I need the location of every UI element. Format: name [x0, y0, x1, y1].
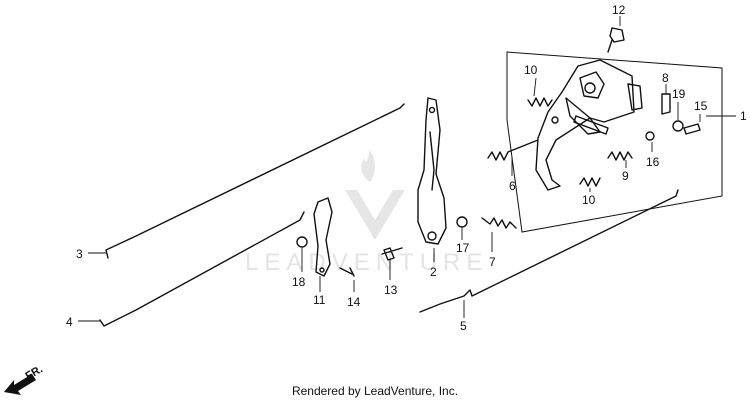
callout-10-upper: 10 — [524, 63, 538, 77]
callout-11: 11 — [313, 293, 326, 307]
callout-15: 15 — [694, 99, 708, 113]
watermark-logo: LEADVENTURE — [245, 150, 488, 276]
callout-2: 2 — [430, 265, 437, 279]
hole-part-11 — [319, 267, 325, 273]
spring-part-10-lower — [579, 177, 601, 187]
spring-part-7 — [481, 217, 517, 229]
callout-6: 6 — [509, 179, 516, 193]
callout-18: 18 — [292, 275, 306, 289]
rod-part-4 — [99, 211, 305, 327]
callout-19: 19 — [672, 87, 686, 101]
front-direction-label: FR. — [24, 363, 45, 382]
bolt-part-14 — [339, 267, 355, 277]
spring-part-6 — [487, 139, 539, 161]
callout-9: 9 — [622, 169, 629, 183]
callout-12: 12 — [612, 3, 626, 17]
callout-8: 8 — [662, 71, 669, 85]
nut-part-17 — [456, 216, 468, 228]
nut-part-16 — [645, 131, 655, 141]
spring-part-9 — [607, 151, 633, 161]
bolt-part-15 — [683, 123, 701, 135]
rod-part-3 — [105, 103, 405, 259]
callout-5: 5 — [460, 319, 467, 333]
callout-13: 13 — [384, 283, 398, 297]
spring-part-10-upper — [527, 97, 553, 107]
rod-part-5 — [419, 189, 679, 313]
callout-10-lower: 10 — [582, 193, 596, 207]
callout-16: 16 — [646, 155, 660, 169]
bracket-part-8 — [661, 93, 671, 115]
footer-credit: Rendered by LeadVenture, Inc. — [291, 384, 459, 398]
leader-lines — [78, 16, 736, 322]
callout-3: 3 — [76, 247, 83, 261]
control-bracket — [535, 59, 643, 191]
washer-part-18 — [296, 236, 308, 248]
bolt-part-12 — [607, 27, 625, 53]
lever-part-2 — [417, 97, 447, 245]
watermark-text: LEADVENTURE — [245, 249, 488, 276]
callout-4: 4 — [66, 315, 73, 329]
washer-part-19 — [672, 120, 684, 132]
callout-7: 7 — [489, 255, 496, 269]
plate-part-11 — [313, 197, 333, 277]
callout-17: 17 — [456, 241, 470, 255]
bolt-part-13 — [381, 247, 403, 261]
assembly-outline — [506, 51, 723, 233]
callout-14: 14 — [347, 295, 361, 309]
callout-1: 1 — [740, 109, 747, 123]
